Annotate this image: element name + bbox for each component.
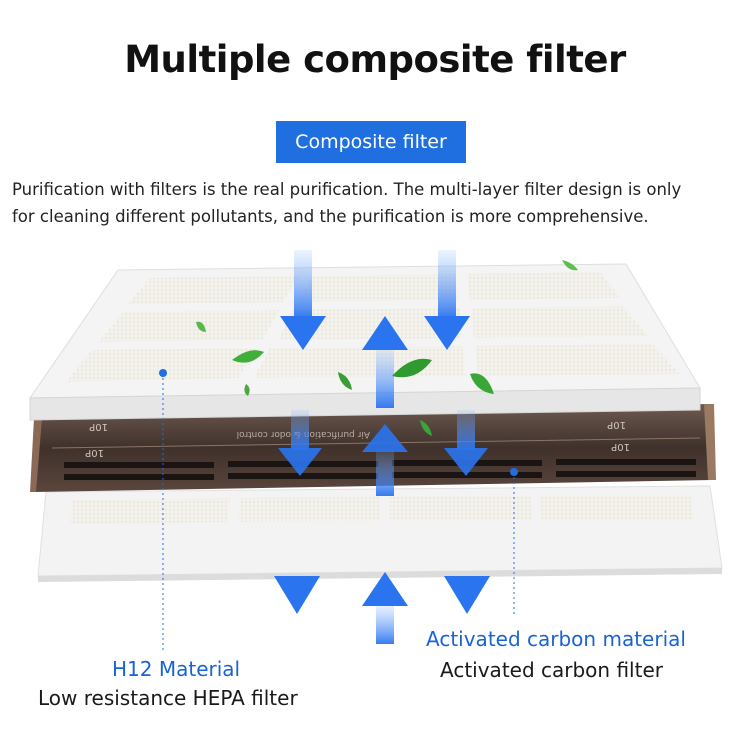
leaf-icon [470, 373, 494, 394]
arrow-up-icon [362, 572, 408, 644]
hepa-material-label: H12 Material [112, 657, 241, 681]
arrow-down-icon [280, 250, 326, 350]
carbon-filter-label: Activated carbon filter [440, 658, 663, 682]
carbon-label-bottom-right: 10P [611, 441, 630, 452]
carbon-material-label: Activated carbon material [426, 627, 686, 651]
carbon-label-top-left: 10P [89, 421, 108, 432]
leaf-icon [232, 350, 264, 363]
arrow-down-icon [278, 410, 322, 476]
page-title: Multiple composite filter [124, 38, 626, 81]
description: Purification with filters is the real pu… [12, 176, 742, 230]
composite-filter-badge: Composite filter [276, 121, 466, 163]
leaf-icon [244, 384, 250, 396]
hepa-filter-label: Low resistance HEPA filter [38, 686, 298, 710]
arrow-down-icon [274, 576, 320, 614]
description-line-2: for cleaning different pollutants, and t… [12, 207, 649, 226]
leaf-icon [338, 372, 352, 390]
leaf-icon [392, 358, 432, 378]
arrow-down-icon [444, 576, 490, 614]
carbon-label-top-right: 10P [607, 419, 626, 430]
leaf-icon [562, 260, 578, 271]
description-line-1: Purification with filters is the real pu… [12, 180, 682, 199]
top-hepa-filter [29, 263, 701, 421]
leaf-icon [196, 321, 206, 332]
arrow-up-icon [362, 424, 408, 496]
leaves [196, 260, 578, 436]
airflow-arrows [274, 250, 490, 644]
bottom-hepa-filter [37, 485, 723, 582]
arrow-down-icon [444, 410, 488, 476]
callout-pointers [159, 369, 518, 650]
carbon-label-bottom-left: 10P [85, 447, 104, 458]
arrow-up-icon [362, 316, 408, 408]
arrow-down-icon [424, 250, 470, 350]
leaf-icon [420, 420, 432, 436]
